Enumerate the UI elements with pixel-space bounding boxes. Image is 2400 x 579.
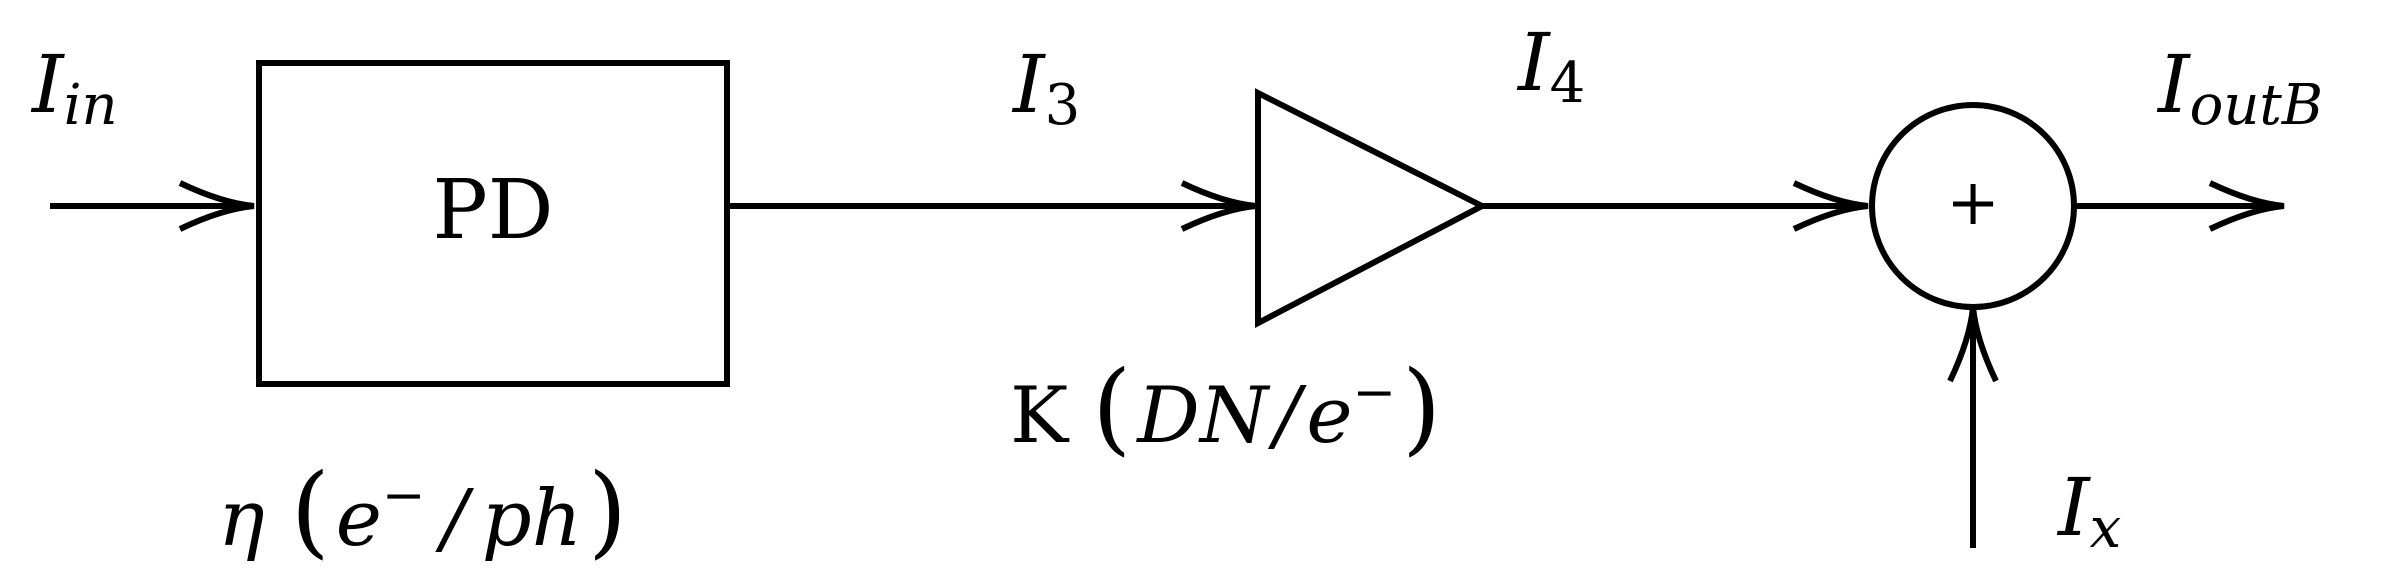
photodiode-unit-slash: / <box>435 474 475 564</box>
pd-to-amplifier-arrow <box>727 180 1257 232</box>
photodiode-label: PD <box>433 163 554 258</box>
amplifier-output-signal-symbol: I <box>1516 16 1551 109</box>
amplifier-triangle <box>1255 88 1489 328</box>
output-signal-label: IoutB <box>2156 38 2323 138</box>
amplifier-gain-label: K(DN/e−) <box>1010 349 1441 466</box>
output-signal-subscript: outB <box>2190 73 2323 138</box>
photodiode-unit-close: ) <box>588 452 627 569</box>
amplifier-unit-superscript: − <box>1353 363 1397 423</box>
noise-signal-label: Ix <box>2056 461 2121 561</box>
photodiode-gain-symbol: η <box>218 474 265 564</box>
input-signal-subscript: in <box>64 73 118 138</box>
amplifier-unit-denominator: e <box>1306 371 1352 461</box>
amplifier-input-signal-symbol: I <box>1011 38 1046 131</box>
noise-signal-symbol: I <box>2056 461 2091 554</box>
noise-signal-subscript: x <box>2090 496 2122 561</box>
amplifier-unit-numerator: DN <box>1135 371 1271 461</box>
photodiode-gain-label: η (e−/ph) <box>218 452 627 569</box>
noise-input-arrow <box>1947 306 1999 548</box>
amplifier-gain-symbol: K <box>1010 371 1070 461</box>
amplifier-unit-close: ) <box>1402 349 1441 466</box>
amplifier-input-signal-subscript: 3 <box>1045 73 1081 138</box>
photodiode-unit-open: ( <box>291 452 330 569</box>
amplifier-output-signal-subscript: 4 <box>1550 51 1586 116</box>
summing-junction-sign: + <box>1946 166 2000 240</box>
amplifier-to-summer-arrow <box>1482 180 1869 232</box>
input-arrow <box>50 180 255 232</box>
input-signal-symbol: I <box>30 38 65 131</box>
photodiode-block <box>256 60 730 387</box>
amplifier-output-signal-label: I4 <box>1516 16 1585 116</box>
input-signal-label: Iin <box>30 38 118 138</box>
photodiode-unit-denominator: ph <box>482 474 582 564</box>
photodiode-unit-numerator: e <box>336 474 382 564</box>
amplifier-unit-slash: / <box>1267 371 1307 461</box>
output-signal-symbol: I <box>2156 38 2191 131</box>
amplifier-unit-open: ( <box>1092 349 1131 466</box>
amplifier-input-signal-label: I3 <box>1011 38 1080 138</box>
photodiode-unit-superscript: − <box>382 466 426 526</box>
output-arrow <box>2074 180 2285 232</box>
